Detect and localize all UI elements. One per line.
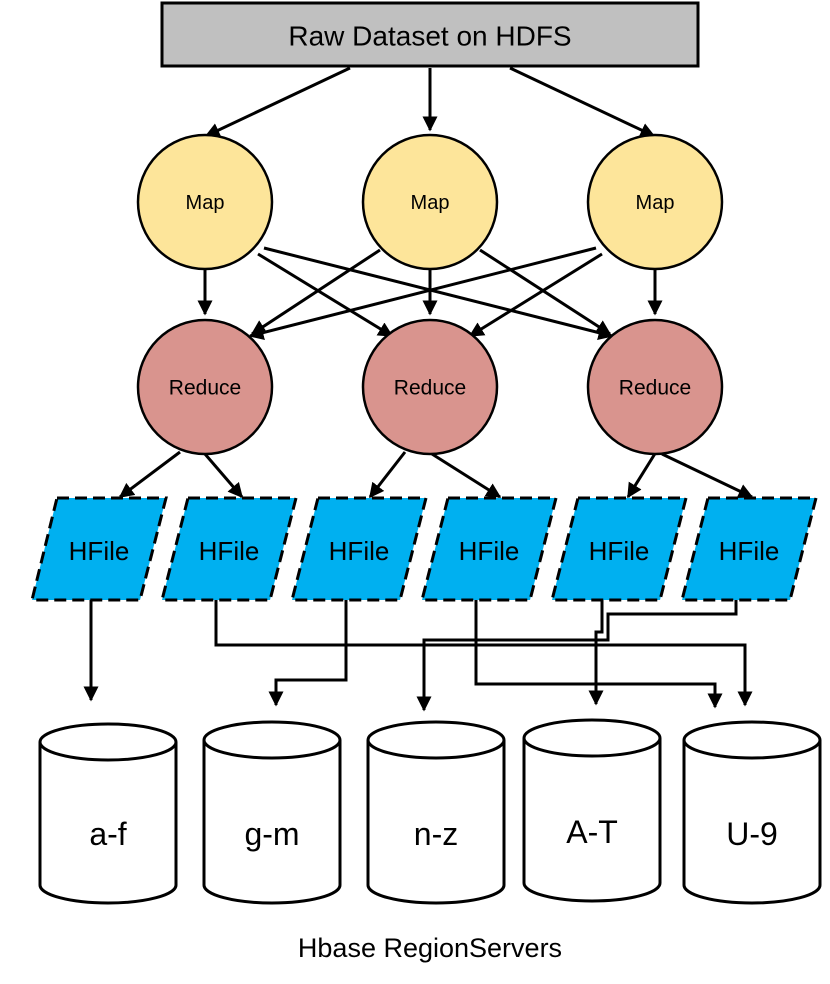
- edge-hfile3-gm: [268, 600, 348, 707]
- reduce-node-label: Reduce: [619, 377, 691, 400]
- edge-hfile6-nz: [416, 600, 738, 712]
- reduce-node-label: Reduce: [394, 377, 466, 400]
- edge-reduce2-hfile3: [368, 451, 407, 499]
- map-node-label: Map: [186, 192, 225, 214]
- reduce-node-label: Reduce: [169, 377, 241, 400]
- region-server-label: n-z: [414, 816, 458, 852]
- region-server-U-9: U-9: [682, 720, 822, 905]
- hfile-label: HFile: [69, 536, 130, 566]
- hfile-5: HFile: [550, 496, 688, 602]
- hfile-4: HFile: [420, 496, 558, 602]
- region-server-A-T: A-T: [522, 718, 662, 903]
- map-node-3: Map: [586, 133, 724, 271]
- edges: [83, 66, 754, 712]
- edge-reduce2-hfile4: [431, 452, 502, 499]
- edge-map1-reduce3: [263, 246, 614, 340]
- edge-hfile5-at: [588, 600, 604, 706]
- edge-reduce1-hfile2: [203, 453, 244, 499]
- reduce-node-1: Reduce: [136, 318, 274, 456]
- source-box: Raw Dataset on HDFS: [160, 1, 700, 68]
- region-server-g-m: g-m: [202, 720, 342, 905]
- hfile-label: HFile: [199, 536, 260, 566]
- region-server-n-z: n-z: [366, 720, 506, 905]
- region-server-label: U-9: [726, 816, 778, 852]
- edge-source-map3: [509, 66, 656, 138]
- hfile-label: HFile: [329, 536, 390, 566]
- edge-reduce1-hfile1: [118, 450, 181, 499]
- hfile-1: HFile: [30, 496, 168, 602]
- map-node-2: Map: [361, 133, 499, 271]
- edge-map2-reduce3: [479, 248, 612, 336]
- map-node-1: Map: [136, 133, 274, 271]
- reduce-node-3: Reduce: [586, 318, 724, 456]
- edge-map2-reduce1: [250, 248, 381, 336]
- edge-map1-reduce2: [257, 252, 394, 338]
- edge-map3-reduce2: [468, 252, 603, 338]
- hfile-label: HFile: [719, 536, 780, 566]
- hfile-label: HFile: [459, 536, 520, 566]
- edge-source-map1: [204, 66, 351, 138]
- hfile-6: HFile: [680, 496, 818, 602]
- hfile-label: HFile: [589, 536, 650, 566]
- edge-hfile2-u9: [214, 600, 753, 707]
- hfile-3: HFile: [290, 496, 428, 602]
- map-node-label: Map: [636, 192, 675, 214]
- hfile-2: HFile: [160, 496, 298, 602]
- edge-reduce3-hfile5: [626, 451, 658, 499]
- caption: Hbase RegionServers: [298, 933, 562, 963]
- region-server-label: A-T: [566, 814, 618, 850]
- map-node-label: Map: [411, 192, 450, 214]
- edge-reduce3-hfile6: [661, 452, 754, 499]
- region-server-a-f: a-f: [38, 722, 178, 905]
- region-server-label: a-f: [89, 816, 126, 852]
- edge-map3-reduce1: [248, 246, 597, 340]
- region-server-label: g-m: [244, 816, 299, 852]
- reduce-node-2: Reduce: [361, 318, 499, 456]
- source-label: Raw Dataset on HDFS: [288, 21, 571, 52]
